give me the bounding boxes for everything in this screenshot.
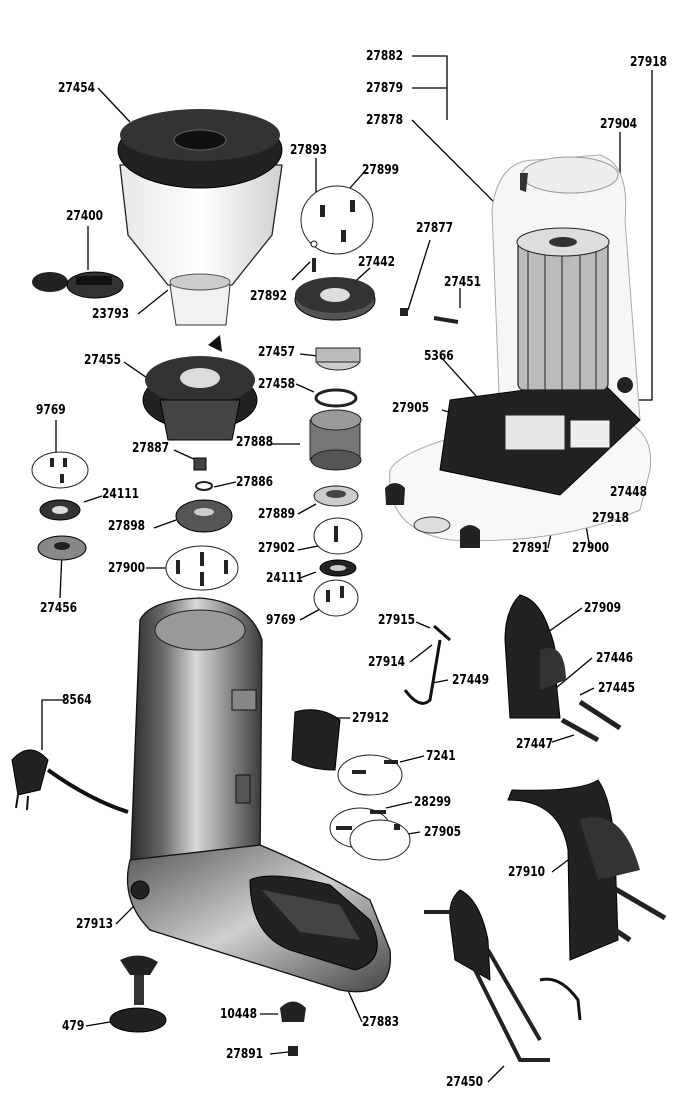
label-27879: 27879 [366, 81, 404, 96]
label-28299: 28299 [414, 795, 452, 810]
label-7241: 7241 [426, 749, 456, 764]
label-27893: 27893 [290, 143, 328, 158]
label-27449: 27449 [452, 673, 490, 688]
label-27445: 27445 [598, 681, 636, 696]
label-27450: 27450 [446, 1075, 484, 1090]
hopper-base-27455 [142, 335, 258, 441]
label-8564: 8564 [62, 693, 92, 708]
label-479: 479 [62, 1019, 85, 1034]
label-27400: 27400 [66, 209, 104, 224]
label-27909: 27909 [584, 601, 622, 616]
label-27448: 27448 [610, 485, 648, 500]
label-27457: 27457 [258, 345, 296, 360]
label-27892: 27892 [250, 289, 288, 304]
label-27912: 27912 [352, 711, 390, 726]
small-screw-parts [31, 451, 363, 617]
hopper [117, 109, 283, 326]
label-27447: 27447 [516, 737, 554, 752]
label-27878: 27878 [366, 113, 404, 128]
label-27456: 27456 [40, 601, 78, 616]
screws-27899 [300, 185, 374, 272]
label-27899: 27899 [362, 163, 400, 178]
label-27905-bottom: 27905 [424, 825, 462, 840]
grinder-body-back [385, 154, 652, 548]
power-cord-8564 [11, 749, 129, 814]
label-27910: 27910 [508, 865, 546, 880]
label-27877: 27877 [416, 221, 454, 236]
label-9769-right: 9769 [266, 613, 296, 628]
label-27918-top: 27918 [630, 55, 668, 70]
label-27446: 27446 [596, 651, 634, 666]
label-27905-top: 27905 [392, 401, 430, 416]
label-10448: 10448 [220, 1007, 258, 1022]
label-23793: 23793 [92, 307, 130, 322]
label-27888: 27888 [236, 435, 274, 450]
hopper-gate-27400 [32, 271, 124, 299]
label-27900-left: 27900 [108, 561, 146, 576]
label-27918-bottom: 27918 [592, 511, 630, 526]
label-27454: 27454 [58, 81, 96, 96]
label-27887: 27887 [132, 441, 170, 456]
misc-parts [109, 709, 411, 1056]
label-27891-top: 27891 [512, 541, 550, 556]
label-27451: 27451 [444, 275, 482, 290]
label-27442: 27442 [358, 255, 396, 270]
fork-brackets [403, 594, 667, 1062]
label-27900-right: 27900 [572, 541, 610, 556]
label-27913: 27913 [76, 917, 114, 932]
label-27889: 27889 [258, 507, 296, 522]
label-27891-bottom: 27891 [226, 1047, 264, 1062]
burr-holder-parts [309, 347, 362, 507]
label-24111-right: 24111 [266, 571, 304, 586]
grinder-body-front [126, 597, 392, 993]
label-27915: 27915 [378, 613, 416, 628]
label-27883: 27883 [362, 1015, 400, 1030]
label-27455: 27455 [84, 353, 122, 368]
label-27882: 27882 [366, 49, 404, 64]
label-24111-left: 24111 [102, 487, 140, 502]
label-27914: 27914 [368, 655, 406, 670]
label-27898: 27898 [108, 519, 146, 534]
label-27458: 27458 [258, 377, 296, 392]
label-5366: 5366 [424, 349, 454, 364]
label-9769-left: 9769 [36, 403, 66, 418]
label-27904: 27904 [600, 117, 638, 132]
collar-27442 [294, 277, 459, 324]
label-27886: 27886 [236, 475, 274, 490]
label-27902: 27902 [258, 541, 296, 556]
